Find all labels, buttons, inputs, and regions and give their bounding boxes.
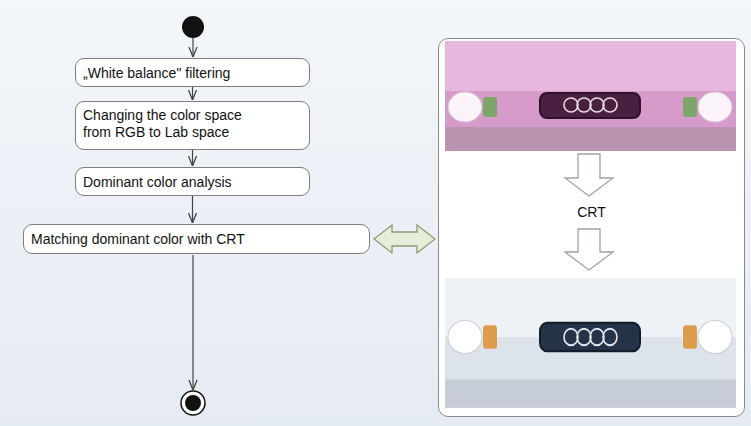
- car-bumper: [445, 127, 736, 151]
- indicator-light: [683, 97, 697, 117]
- activity-label: „White balance" filtering: [83, 65, 230, 82]
- activity-box: Dominant color analysis: [75, 167, 310, 196]
- indicator-light: [683, 325, 697, 349]
- indicator-light: [483, 325, 497, 349]
- activity-box: Changing the color space from RGB to Lab…: [75, 101, 310, 150]
- logo-ring: [564, 98, 578, 112]
- activity-label: Dominant color analysis: [83, 174, 232, 191]
- flow-arrow: [192, 255, 193, 390]
- grille: [540, 323, 640, 351]
- logo-ring: [603, 329, 617, 346]
- photo-ground: [445, 278, 736, 408]
- car-photo-before: [445, 41, 736, 151]
- start-node: [182, 16, 204, 38]
- grille: [540, 93, 640, 118]
- logo-ring: [577, 329, 591, 346]
- end-node-core: [185, 395, 201, 411]
- headlight: [698, 92, 732, 122]
- image-panel: CRT: [438, 38, 745, 417]
- car-hood: [445, 41, 736, 91]
- block-arrow: [565, 154, 613, 196]
- headlight: [448, 92, 482, 122]
- flow-arrow: [192, 87, 193, 100]
- logo-ring: [590, 329, 604, 346]
- activity-label: Matching dominant color with CRT: [31, 231, 245, 248]
- headlight: [448, 320, 482, 353]
- activity-box: Matching dominant color with CRT: [23, 224, 370, 254]
- flow-arrow: [192, 196, 193, 223]
- double-block-arrow: [374, 225, 435, 253]
- indicator-light: [483, 97, 497, 117]
- block-arrow: [565, 229, 613, 270]
- flow-arrow: [192, 38, 193, 57]
- logo-ring: [564, 329, 578, 346]
- logo-ring: [603, 98, 617, 112]
- panel-ground: [438, 38, 745, 417]
- photo-ground: [445, 41, 736, 151]
- flow-arrow: [192, 150, 193, 166]
- step-label: CRT: [577, 204, 606, 221]
- activity-box: „White balance" filtering: [75, 58, 310, 87]
- headlight: [698, 320, 732, 353]
- end-node: [181, 391, 205, 415]
- logo-ring: [590, 98, 604, 112]
- car-photo-after: [445, 278, 736, 408]
- car-bumper: [445, 379, 736, 407]
- activity-label: Changing the color space from RGB to Lab…: [83, 107, 263, 141]
- logo-ring: [577, 98, 591, 112]
